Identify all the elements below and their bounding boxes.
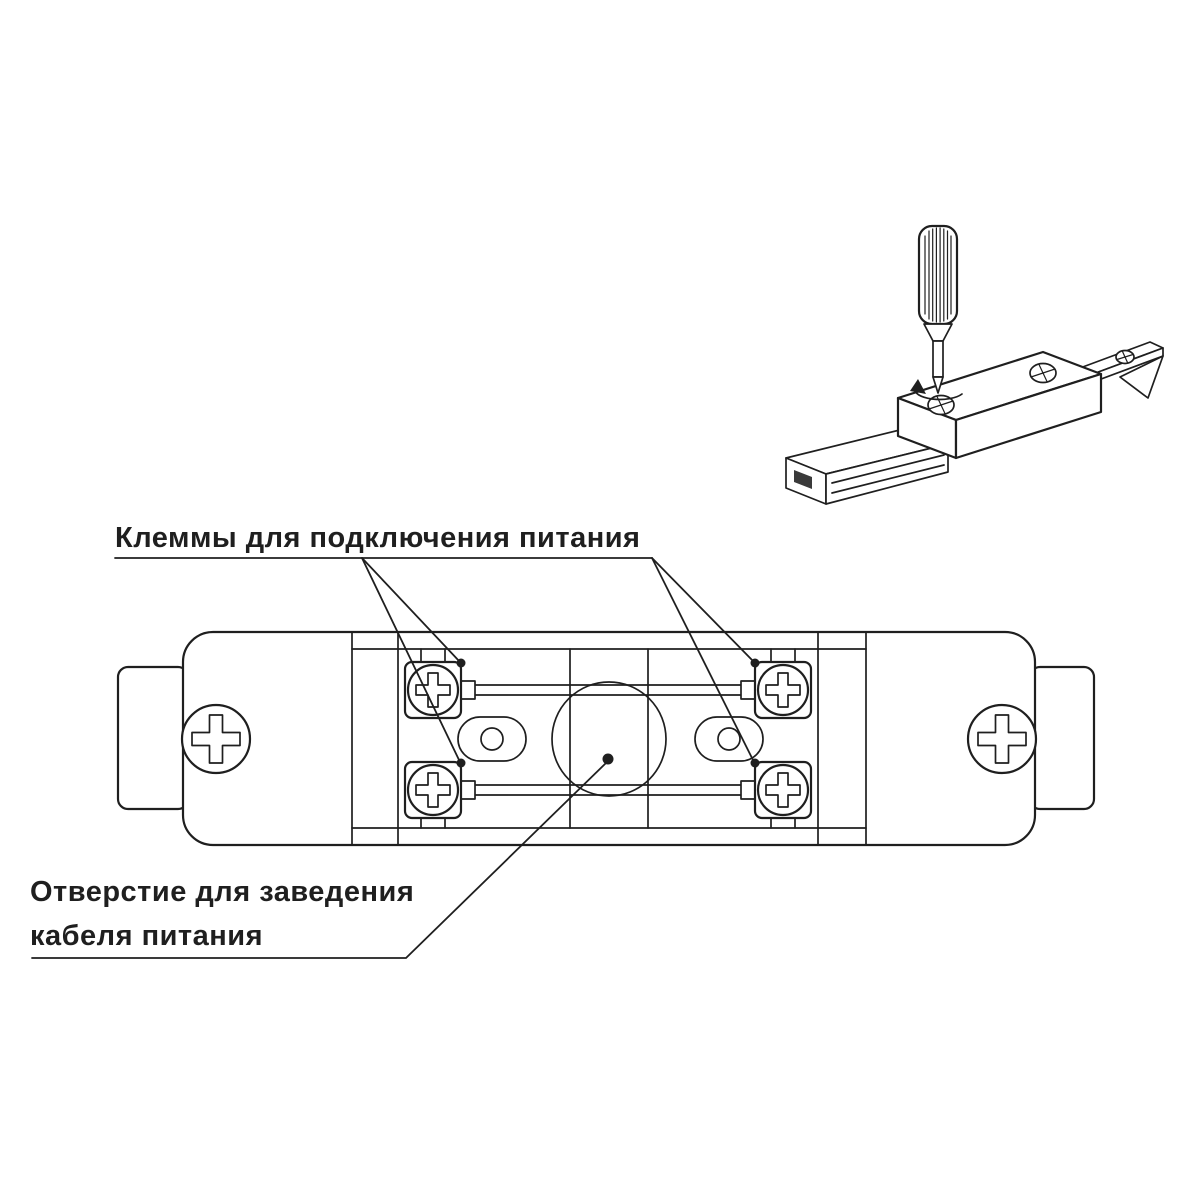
mount-screw-right <box>968 705 1036 773</box>
screwdriver-handle-hatching <box>924 227 952 323</box>
iso-screw-1-icon <box>927 394 955 416</box>
terminal-screw-top-right <box>755 662 811 718</box>
installation-illustration <box>785 224 1164 505</box>
terminal-screw-bottom-right <box>755 762 811 818</box>
terminal-screw-bottom-left <box>405 762 461 818</box>
wire-bottom <box>460 780 756 800</box>
left-wing <box>116 665 190 811</box>
screwdriver-icon <box>917 224 959 394</box>
label-power-terminals: Клеммы для подключения питания <box>115 522 640 554</box>
mount-screw-left <box>182 705 250 773</box>
leader-lines <box>31 557 760 959</box>
track-segment <box>1079 341 1164 399</box>
cable-entry-hole <box>551 681 667 797</box>
bezel-ticks <box>420 648 796 829</box>
label-cable-hole-line2: кабеля питания <box>30 920 263 952</box>
rotation-arrow-icon <box>910 379 963 401</box>
connector-top-view <box>116 630 1096 847</box>
right-wing <box>1028 665 1096 811</box>
cable-slot <box>794 470 812 489</box>
slot-right <box>694 716 764 762</box>
slot-left <box>457 716 527 762</box>
wire-top <box>460 680 756 700</box>
iso-screw-2-icon <box>1029 362 1057 384</box>
cable-entry-point <box>602 753 614 765</box>
power-feed-connector-3d <box>896 350 1103 460</box>
terminal-screw-top-left <box>405 662 461 718</box>
track-screw-icon <box>1115 349 1135 365</box>
connector-body <box>181 630 1037 847</box>
label-cable-hole-line1: Отверстие для заведения <box>30 876 414 908</box>
